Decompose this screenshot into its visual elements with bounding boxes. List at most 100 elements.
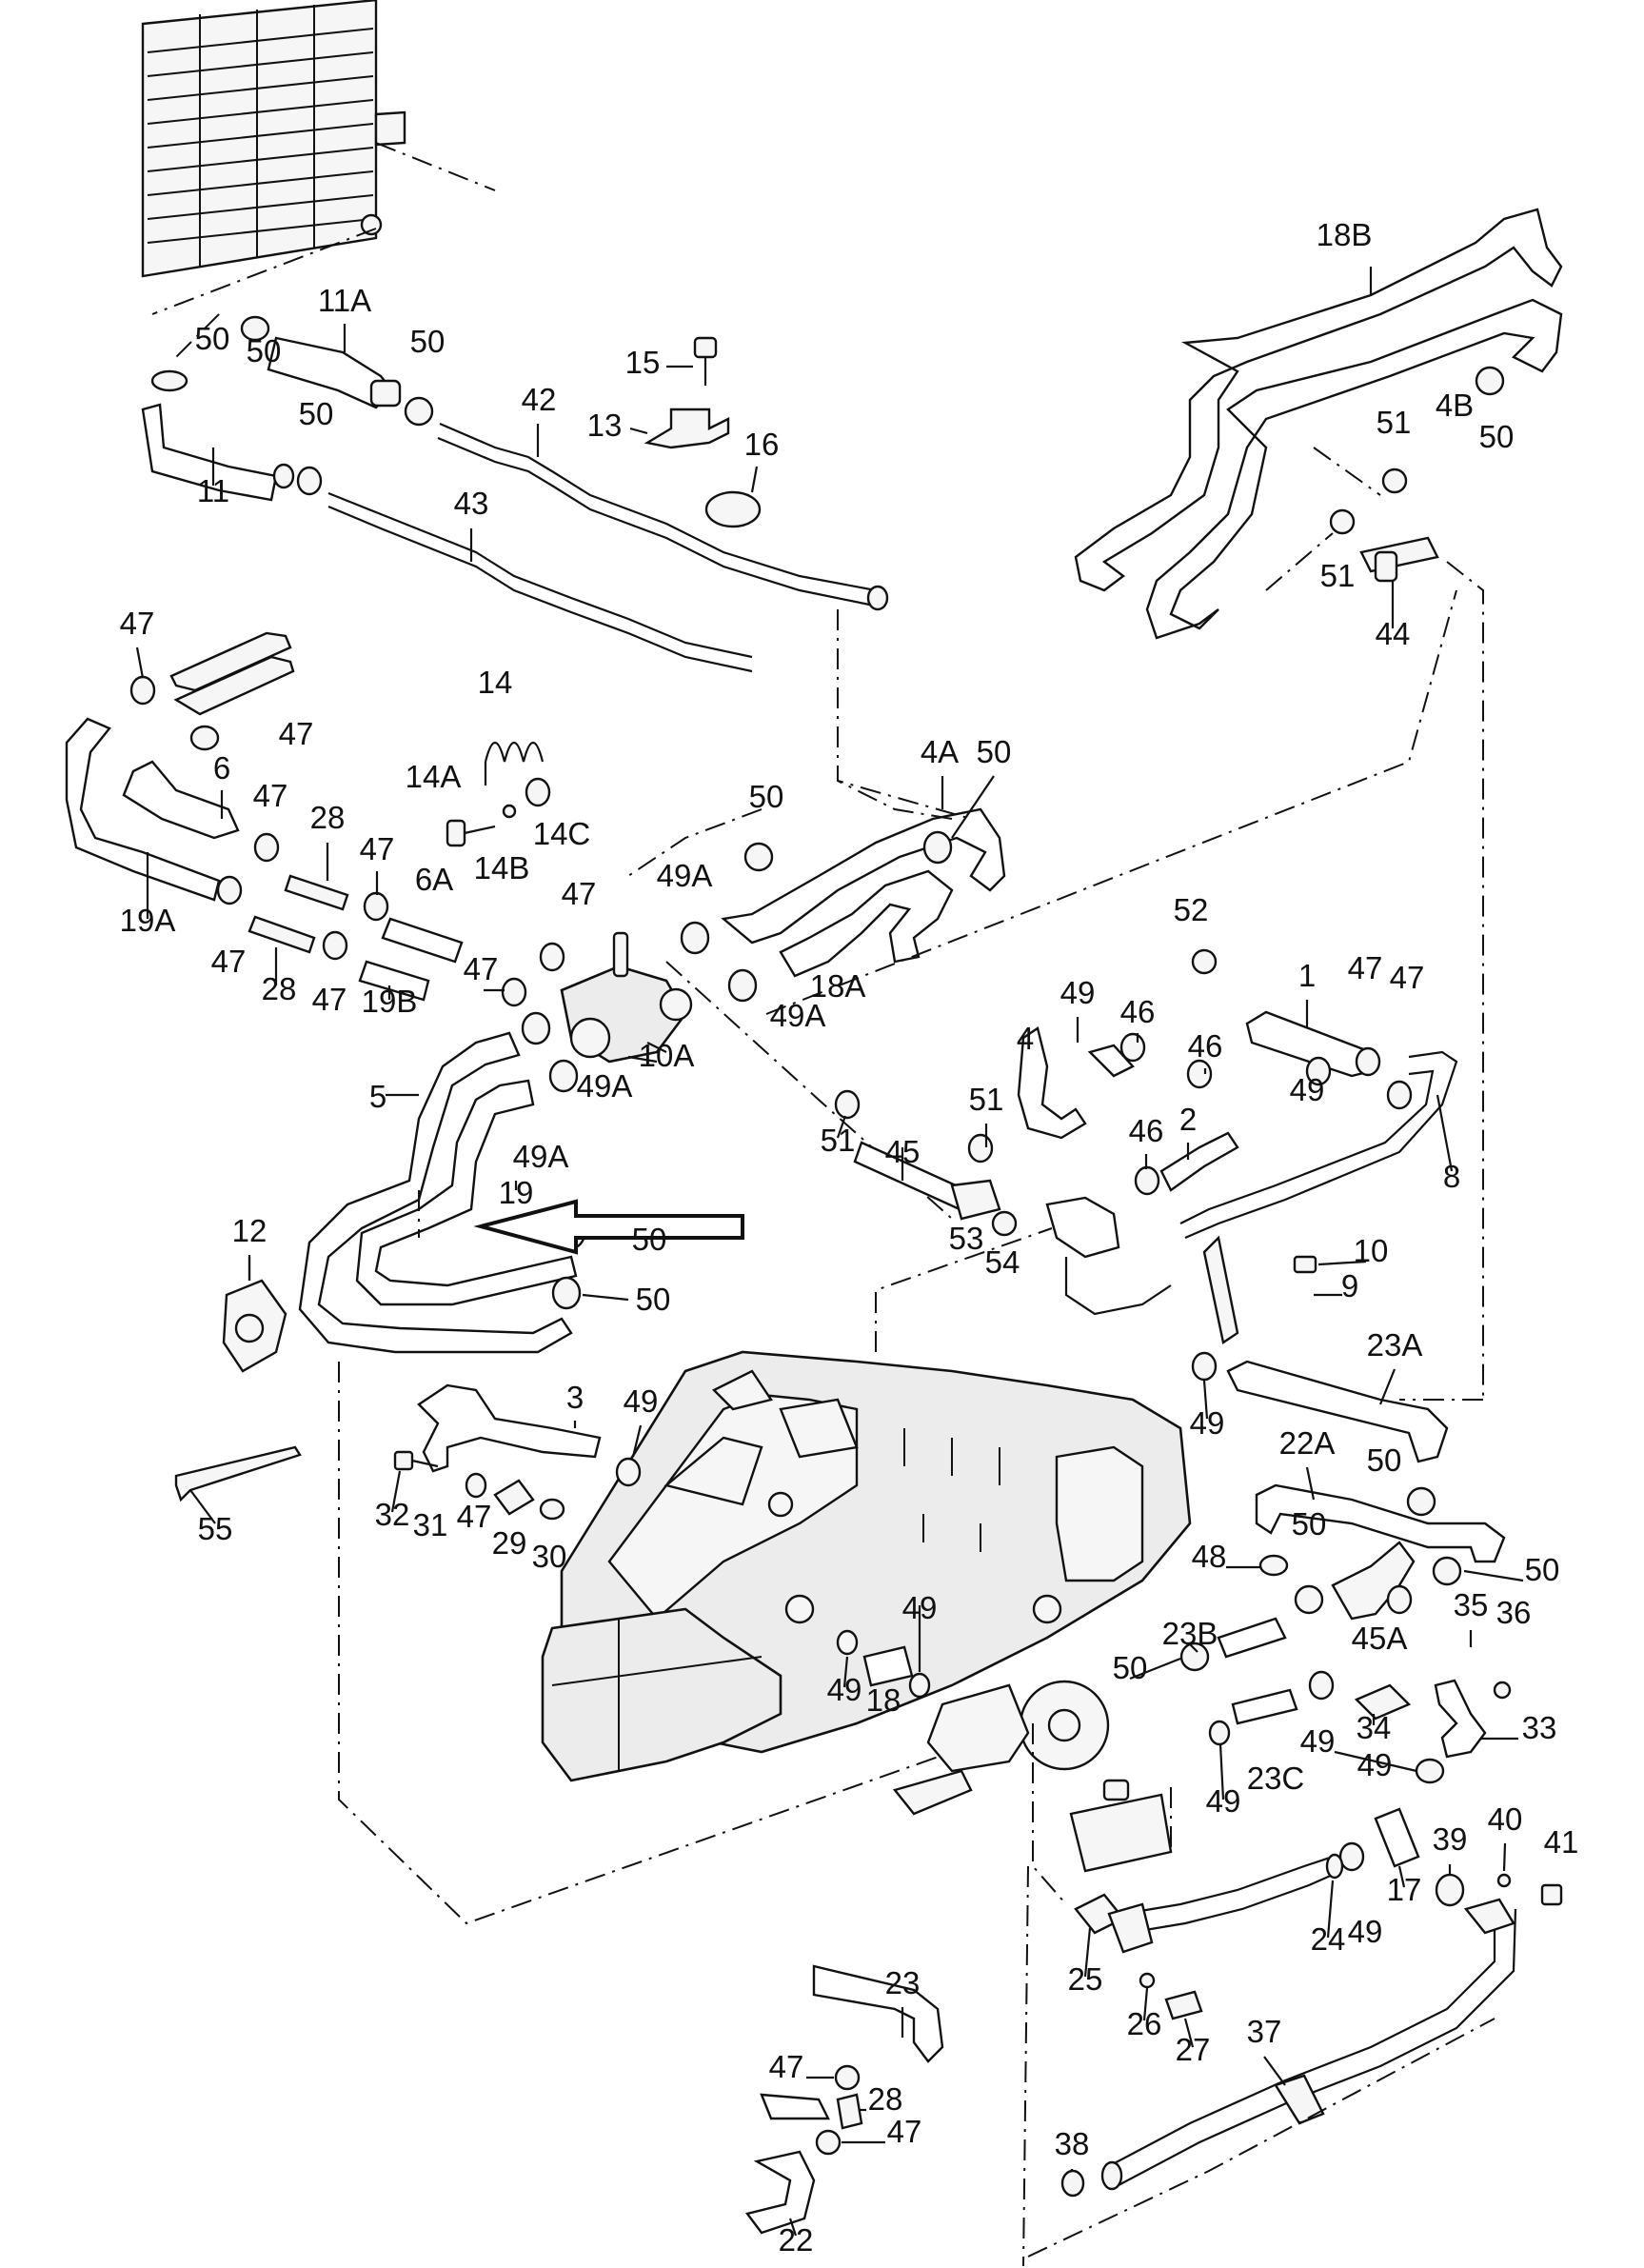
hose-22a bbox=[1255, 1483, 1506, 1563]
part-label-53: 53 bbox=[949, 1221, 984, 1256]
hose-3 bbox=[417, 1383, 602, 1473]
part-label-54: 54 bbox=[985, 1244, 1020, 1280]
bolt-15 bbox=[666, 336, 718, 386]
inset-22 bbox=[744, 2093, 830, 2235]
part-label-50l: 50 bbox=[1525, 1552, 1560, 1587]
part-label-19b: 19B bbox=[362, 984, 418, 1019]
part-label-4b: 4B bbox=[1436, 388, 1474, 423]
part-label-49a-1: 49A bbox=[657, 858, 713, 893]
part-label-4: 4 bbox=[1017, 1021, 1034, 1056]
flange-34 bbox=[1354, 1683, 1412, 1721]
part-label-2: 2 bbox=[1179, 1102, 1197, 1137]
part-label-50a: 50 bbox=[195, 321, 230, 356]
part-label-51b: 51 bbox=[1320, 558, 1356, 593]
fitting-44 bbox=[1359, 536, 1439, 583]
radiator bbox=[141, 0, 406, 278]
hose-18b bbox=[1074, 208, 1563, 592]
part-label-49g: 49 bbox=[1300, 1723, 1336, 1759]
part-label-39: 39 bbox=[1433, 1821, 1468, 1857]
leader-lines bbox=[135, 267, 1524, 2237]
part-label-14: 14 bbox=[478, 665, 513, 700]
parts-29-32 bbox=[393, 1450, 642, 1521]
part-label-22a: 22A bbox=[1279, 1425, 1336, 1461]
pipe-28-upper bbox=[248, 874, 349, 954]
part-label-44: 44 bbox=[1376, 616, 1411, 651]
part-label-50j: 50 bbox=[1367, 1442, 1402, 1478]
part-label-18b: 18B bbox=[1317, 217, 1373, 252]
part-label-22: 22 bbox=[779, 2222, 814, 2258]
part-label-14c: 14C bbox=[533, 816, 591, 851]
clamp-50-4b bbox=[1475, 366, 1505, 396]
heat-exchanger-top bbox=[169, 631, 295, 716]
bracket-9-10 bbox=[1202, 1235, 1317, 1344]
clamp-51-top bbox=[1329, 468, 1408, 535]
part-label-28b: 28 bbox=[262, 971, 297, 1006]
part-label-47k: 47 bbox=[457, 1499, 492, 1534]
guide-engine bbox=[875, 1227, 1172, 2267]
clamp-50-group bbox=[150, 315, 434, 496]
hose-18 bbox=[862, 1645, 914, 1687]
part-label-52: 52 bbox=[1174, 892, 1209, 927]
part-label-47b: 47 bbox=[279, 716, 314, 751]
part-label-48: 48 bbox=[1192, 1539, 1227, 1574]
thermo-switch-53 bbox=[950, 1179, 1018, 1237]
hose-19a bbox=[65, 717, 221, 902]
part-label-49e: 49 bbox=[902, 1590, 938, 1625]
pipe-8 bbox=[1179, 1050, 1458, 1240]
part-label-14b: 14B bbox=[474, 850, 530, 885]
hose-17 bbox=[1374, 1807, 1420, 1868]
heater-spring-14 bbox=[446, 741, 551, 847]
part-label-26: 26 bbox=[1127, 2006, 1162, 2041]
part-label-49i: 49 bbox=[1206, 1783, 1241, 1819]
part-label-36: 36 bbox=[1496, 1595, 1532, 1630]
part-label-23: 23 bbox=[885, 1965, 921, 2000]
part-label-16: 16 bbox=[744, 427, 780, 462]
hose-5 bbox=[298, 1031, 573, 1354]
part-label-49a-4: 49A bbox=[513, 1139, 569, 1174]
part-label-47f: 47 bbox=[211, 944, 247, 979]
bracket-13 bbox=[629, 408, 730, 449]
hose-19b bbox=[358, 960, 430, 1002]
hose-33 bbox=[1434, 1679, 1487, 1759]
part-label-45: 45 bbox=[885, 1134, 921, 1169]
muffler bbox=[541, 1607, 782, 1782]
pipe-43 bbox=[327, 491, 753, 673]
part-label-28c: 28 bbox=[868, 2081, 903, 2117]
part-label-51d: 51 bbox=[821, 1123, 856, 1158]
part-label-50d: 50 bbox=[1479, 419, 1515, 454]
part-label-49: 49 bbox=[1060, 975, 1096, 1010]
clip-12 bbox=[222, 1257, 287, 1373]
part-label-18: 18 bbox=[866, 1682, 901, 1718]
part-label-46b: 46 bbox=[1188, 1028, 1223, 1064]
part-label-47g: 47 bbox=[312, 982, 347, 1017]
guide-right bbox=[1265, 447, 1484, 1401]
inset-23 bbox=[812, 1964, 944, 2063]
hose-11a bbox=[267, 336, 402, 409]
part-label-10: 10 bbox=[1354, 1233, 1389, 1268]
part-label-50k: 50 bbox=[1292, 1506, 1327, 1542]
part-label-24: 24 bbox=[1311, 1921, 1346, 1957]
part-label-35: 35 bbox=[1454, 1587, 1489, 1622]
part-label-43: 43 bbox=[454, 486, 489, 521]
part-label-32: 32 bbox=[375, 1497, 410, 1532]
part-label-50g: 50 bbox=[749, 779, 784, 814]
part-label-50c: 50 bbox=[410, 324, 446, 359]
part-label-28a: 28 bbox=[310, 800, 346, 835]
tie-55 bbox=[174, 1445, 302, 1502]
part-label-30: 30 bbox=[532, 1539, 567, 1574]
part-label-6: 6 bbox=[213, 750, 230, 786]
part-label-55: 55 bbox=[198, 1511, 233, 1546]
part-label-13: 13 bbox=[587, 408, 623, 443]
part-label-47j: 47 bbox=[1390, 960, 1425, 995]
guide-lower bbox=[1027, 2018, 1495, 2258]
part-label-47c: 47 bbox=[253, 778, 288, 813]
part-label-45a: 45A bbox=[1352, 1621, 1408, 1656]
guide-center bbox=[338, 589, 1457, 1925]
part-label-3: 3 bbox=[566, 1380, 584, 1415]
part-label-34: 34 bbox=[1357, 1710, 1392, 1745]
part-label-50h: 50 bbox=[632, 1222, 667, 1257]
pipe-24 bbox=[1122, 1853, 1344, 1935]
part-label-50i: 50 bbox=[636, 1282, 671, 1317]
